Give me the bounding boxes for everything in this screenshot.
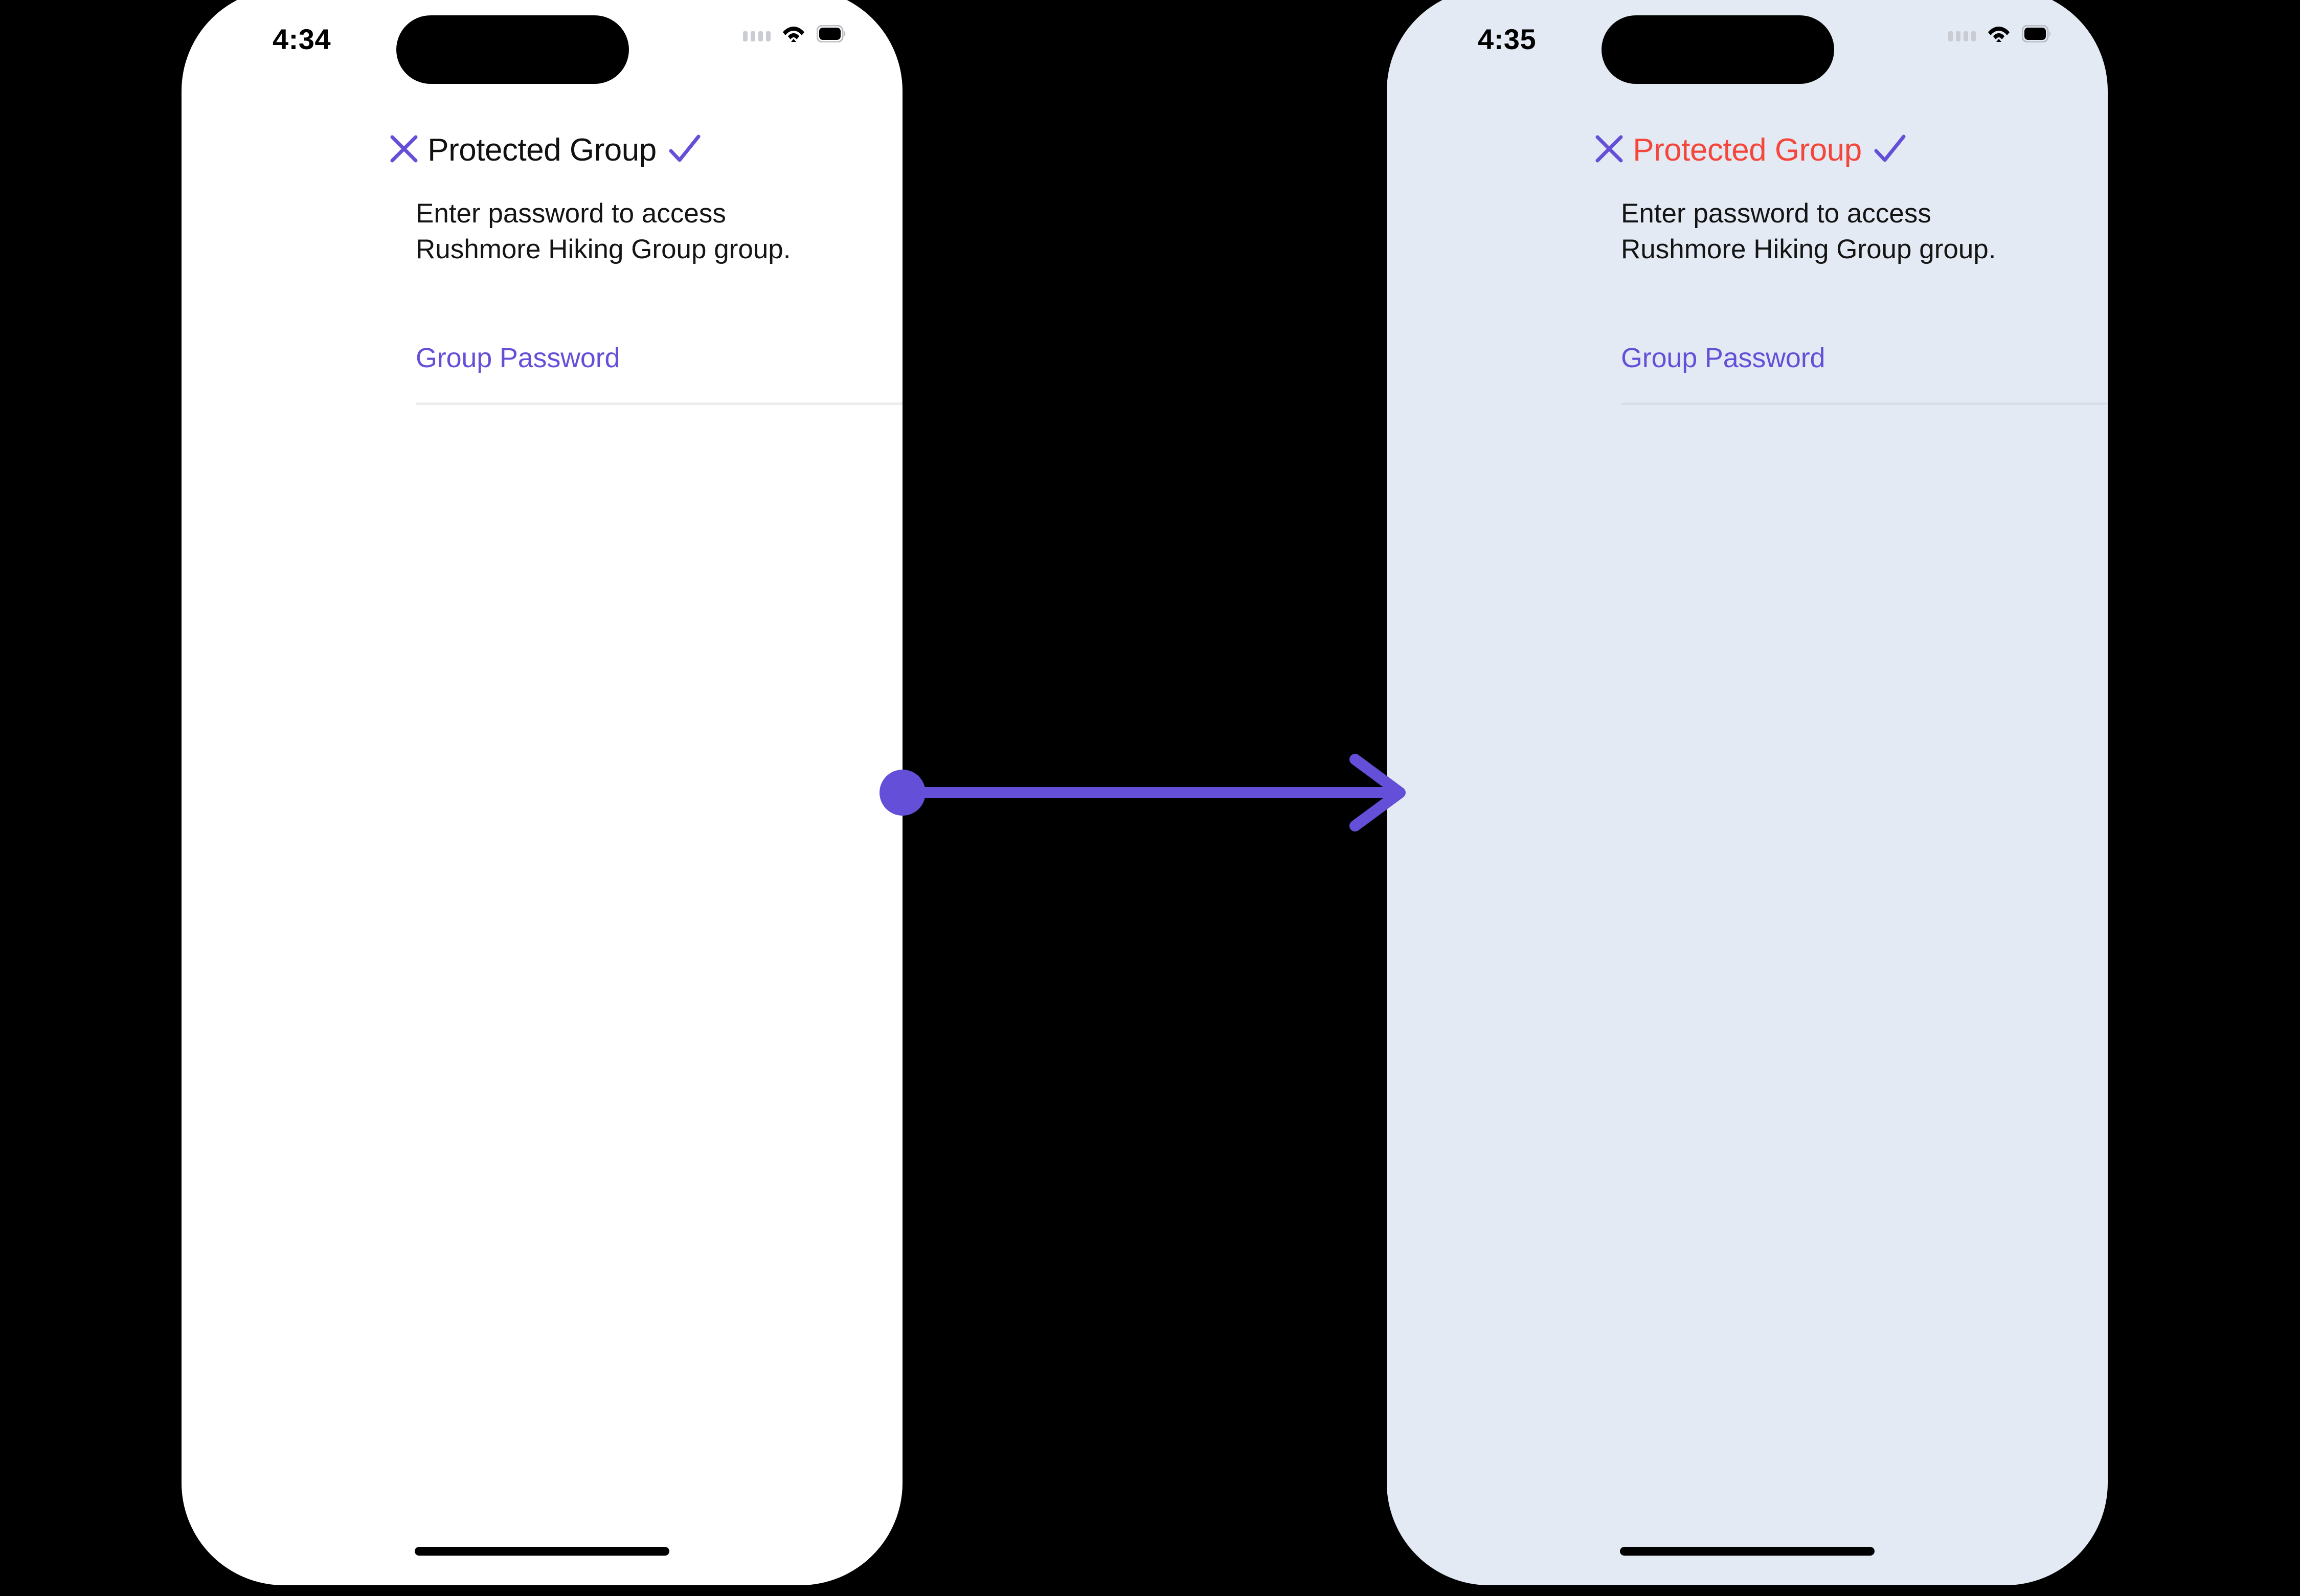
password-field-underline xyxy=(416,402,903,405)
battery-full-icon xyxy=(817,25,846,42)
password-field-label: Group Password xyxy=(416,342,620,373)
close-x-icon xyxy=(388,133,420,165)
status-bar-time: 4:34 xyxy=(273,23,331,55)
wifi-icon xyxy=(782,25,805,43)
close-button[interactable] xyxy=(1581,121,1637,177)
confirm-button[interactable] xyxy=(656,121,712,177)
navigation-bar: Protected Group xyxy=(182,121,903,182)
screen-content-after: 4:35 xyxy=(1387,0,2108,1585)
transition-arrow xyxy=(880,754,1406,831)
home-indicator xyxy=(415,1547,669,1556)
battery-full-icon xyxy=(2022,25,2051,42)
page-title: Protected Group xyxy=(1633,132,1862,168)
password-field-label: Group Password xyxy=(1621,342,1825,373)
checkmark-icon xyxy=(665,129,704,168)
close-button[interactable] xyxy=(376,121,432,177)
status-bar-time: 4:35 xyxy=(1478,23,1537,55)
wifi-icon xyxy=(1987,25,2011,43)
form-content: Enter password to access Rushmore Hiking… xyxy=(1621,196,2108,405)
confirm-button[interactable] xyxy=(1861,121,1918,177)
status-bar-indicators xyxy=(1948,25,2051,43)
home-indicator xyxy=(1620,1547,1875,1556)
signal-dots-icon xyxy=(743,26,771,41)
password-field-underline xyxy=(1621,402,2108,405)
dynamic-island xyxy=(1602,15,1834,84)
dynamic-island xyxy=(396,15,629,84)
form-content: Enter password to access Rushmore Hiking… xyxy=(416,196,903,405)
arrow-head xyxy=(1349,754,1406,831)
password-field-group[interactable]: Group Password xyxy=(1621,342,2108,405)
status-bar: 4:35 xyxy=(1387,0,2108,84)
phone-screen-after: 4:35 xyxy=(1387,0,2108,1585)
navigation-bar: Protected Group xyxy=(1387,121,2108,182)
password-field-group[interactable]: Group Password xyxy=(416,342,903,405)
instruction-text: Enter password to access Rushmore Hiking… xyxy=(1621,198,1996,265)
phone-screen-before: 4:34 xyxy=(182,0,903,1585)
status-bar: 4:34 xyxy=(182,0,903,84)
instruction-text: Enter password to access Rushmore Hiking… xyxy=(416,198,791,265)
status-bar-indicators xyxy=(743,25,846,43)
screen-content-before: 4:34 xyxy=(182,0,903,1585)
checkmark-icon xyxy=(1870,129,1909,168)
signal-dots-icon xyxy=(1948,26,1976,41)
page-title: Protected Group xyxy=(427,132,657,168)
close-x-icon xyxy=(1593,133,1625,165)
